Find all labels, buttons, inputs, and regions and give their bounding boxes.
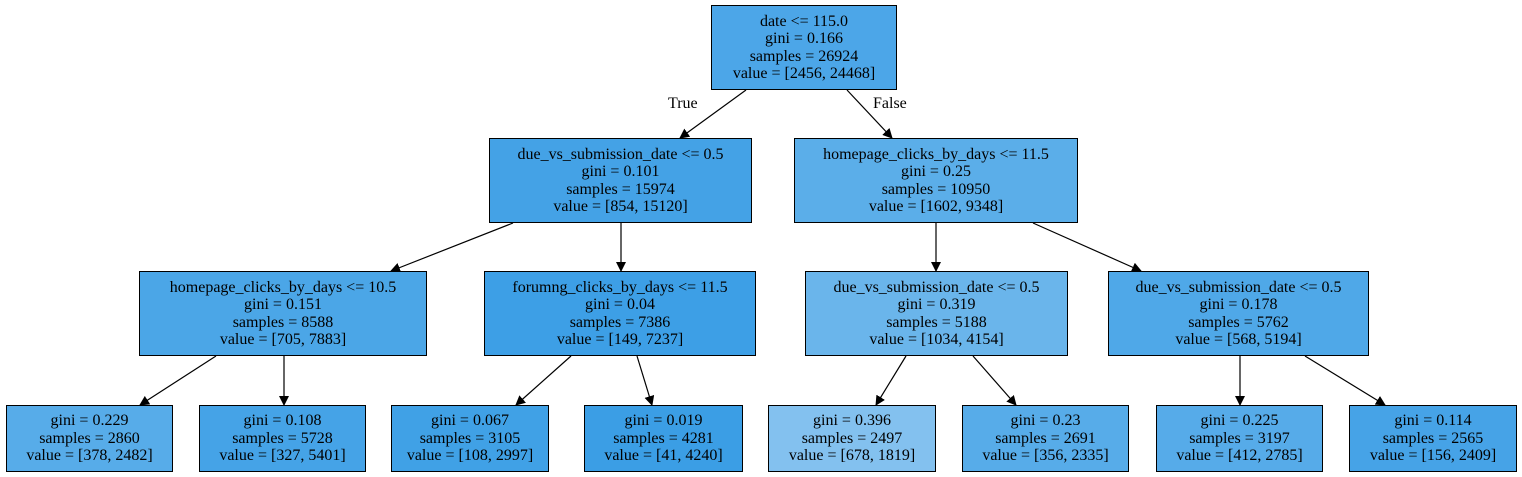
node-text-line: value = [1602, 9348] — [868, 198, 1004, 215]
node-text-line: value = [1034, 4154] — [869, 331, 1004, 348]
edge-arrow-n5-n11 — [875, 355, 907, 406]
edge-arrow-n6-n14 — [1304, 355, 1386, 406]
node-text-line: samples = 3197 — [1189, 429, 1290, 447]
edge-arrow-n3-n7 — [139, 355, 217, 406]
node-text-line: gini = 0.101 — [581, 163, 660, 180]
node-text-line: value = [356, 2335] — [982, 447, 1109, 465]
node-text-line: samples = 5728 — [232, 429, 333, 447]
edge-arrow-n4-n10 — [636, 355, 655, 406]
node-text-line: gini = 0.151 — [244, 296, 322, 313]
node-text-line: homepage_clicks_by_days <= 11.5 — [823, 145, 1049, 163]
edge-label-true: True — [668, 95, 698, 112]
node-text-line: due_vs_submission_date <= 0.5 — [517, 145, 724, 163]
node-text-line: value = [2456, 24468] — [732, 65, 876, 82]
edge-arrow-n0-n2 — [846, 89, 893, 139]
node-text-line: value = [705, 7883] — [219, 331, 347, 348]
node-text-line: samples = 8588 — [232, 313, 334, 331]
node-text-line: value = [156, 2409] — [1369, 447, 1497, 465]
node-text-line: samples = 3105 — [419, 429, 521, 447]
node-text-line: value = [108, 2997] — [406, 447, 534, 465]
edge-arrow-n5-n12 — [972, 355, 1017, 406]
node-text-line: samples = 4281 — [613, 429, 714, 447]
node-text-line: value = [568, 5194] — [1175, 331, 1302, 348]
node-text-line: gini = 0.067 — [431, 412, 509, 430]
node-text-line: samples = 5762 — [1188, 313, 1289, 331]
edge-arrow-n2-n6 — [1032, 222, 1142, 272]
node-text-line: gini = 0.396 — [813, 412, 891, 430]
node-text-line: samples = 7386 — [569, 313, 671, 331]
node-text-line: value = [149, 7237] — [556, 331, 684, 348]
node-text-line: value = [678, 1819] — [788, 447, 916, 465]
node-text-line: due_vs_submission_date <= 0.5 — [833, 278, 1040, 296]
edge-arrow-n0-n1 — [679, 89, 747, 139]
node-text-line: due_vs_submission_date <= 0.5 — [1135, 278, 1342, 296]
node-text-line: gini = 0.25 — [901, 163, 971, 180]
node-text-line: gini = 0.019 — [624, 412, 703, 430]
edge-label-false: False — [873, 95, 907, 112]
node-text-line: samples = 2497 — [801, 429, 903, 447]
node-text-line: gini = 0.319 — [897, 296, 976, 313]
node-text-line: gini = 0.166 — [765, 30, 843, 47]
node-text-line: date <= 115.0 — [759, 12, 849, 30]
node-text-line: gini = 0.108 — [243, 412, 322, 430]
node-text-line: samples = 26924 — [749, 47, 859, 65]
node-text-line: value = [412, 2785] — [1176, 447, 1303, 465]
edge-arrow-n1-n3 — [390, 222, 514, 273]
node-text-line: samples = 10950 — [881, 180, 991, 198]
node-text-line: forumng_clicks_by_days <= 11.5 — [512, 278, 728, 296]
node-text-line: gini = 0.225 — [1200, 412, 1279, 430]
node-text-line: value = [378, 2482] — [26, 447, 153, 465]
node-text-line: samples = 2860 — [39, 429, 140, 447]
node-text-line: gini = 0.229 — [50, 412, 129, 430]
node-text-line: samples = 2691 — [995, 429, 1096, 447]
node-text-line: value = [327, 5401] — [219, 447, 346, 465]
node-text-line: gini = 0.04 — [585, 296, 655, 313]
node-text-line: gini = 0.178 — [1199, 296, 1278, 313]
node-text-line: samples = 5188 — [886, 313, 987, 331]
edge-arrow-n4-n9 — [515, 355, 572, 406]
node-text-line: samples = 2565 — [1382, 429, 1484, 447]
node-text-line: gini = 0.23 — [1010, 412, 1081, 430]
node-text-line: gini = 0.114 — [1394, 412, 1472, 430]
node-text-line: homepage_clicks_by_days <= 10.5 — [169, 278, 397, 296]
node-text-line: samples = 15974 — [566, 180, 675, 198]
node-text-line: value = [854, 15120] — [553, 198, 688, 215]
node-text-line: value = [41, 4240] — [604, 447, 723, 465]
